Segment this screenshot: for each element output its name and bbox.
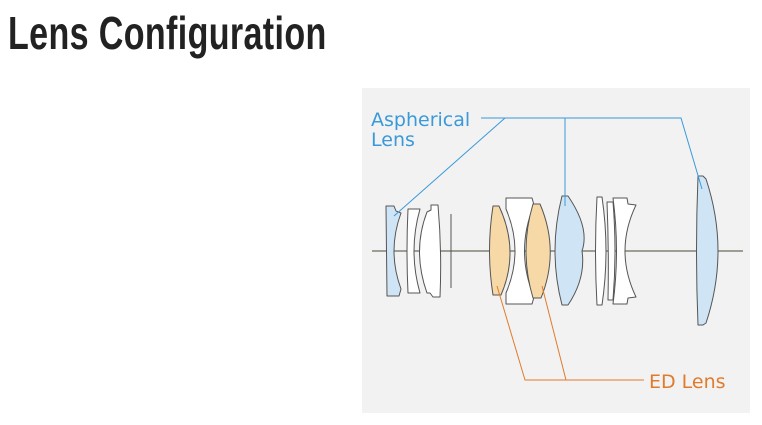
- lens-element-2: [406, 208, 421, 294]
- lens-element-3: [419, 204, 442, 298]
- page-title: Lens Configuration: [8, 7, 327, 59]
- ed-leader-lines: [496, 285, 644, 381]
- lens-element-11-aspherical: [696, 175, 719, 326]
- lens-element-7-aspherical: [554, 195, 585, 306]
- lens-element-9: [606, 201, 616, 301]
- lens-element-1-aspherical: [385, 205, 402, 297]
- lens-element-8: [595, 196, 607, 306]
- lens-element-10: [612, 197, 637, 305]
- aspherical-label-line1: Aspherical: [371, 109, 470, 131]
- lens-configuration-diagram: Aspherical Lens ED Lens: [362, 88, 750, 413]
- lens-element-6-ed: [525, 203, 551, 299]
- lens-element-4-ed: [489, 205, 511, 296]
- aspherical-label-line2: Lens: [371, 129, 415, 151]
- ed-lens-label: ED Lens: [649, 371, 726, 393]
- aspherical-leader-lines: [393, 117, 703, 217]
